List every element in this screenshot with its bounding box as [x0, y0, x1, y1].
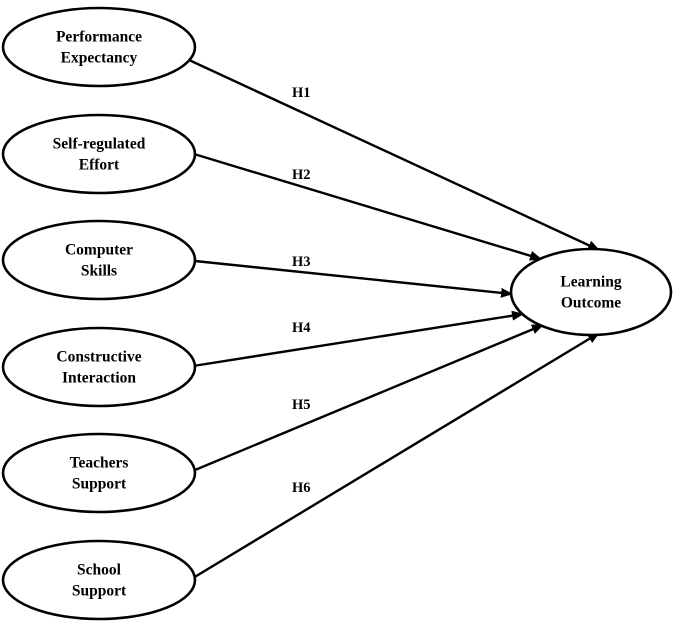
hypothesis-label-h1: H1 [292, 85, 311, 101]
arrow-h4 [192, 310, 524, 368]
node-label-constructive-interaction-line-1: Constructive [56, 349, 141, 366]
path-h3: H3 [194, 254, 513, 298]
node-label-learning-outcome-line-2: Outcome [561, 295, 621, 312]
node-label-school-support-line-2: Support [72, 583, 127, 600]
node-shape-school-support [1, 539, 197, 621]
node-label-performance-expectancy-line-1: Performance [56, 29, 142, 46]
node-shape-computer-skills [1, 219, 197, 301]
arrow-h5 [194, 323, 544, 472]
node-label-performance-expectancy-line-2: Expectancy [61, 50, 138, 67]
node-shape-learning-outcome [509, 247, 673, 337]
node-shape-self-regulated-effort [1, 113, 197, 195]
node-label-computer-skills-line-2: Skills [81, 263, 117, 280]
hypothesis-label-h5: H5 [292, 397, 311, 413]
hypothesis-label-h4: H4 [292, 320, 311, 336]
path-h2: H2 [193, 152, 542, 261]
node-label-computer-skills-line-1: Computer [65, 242, 133, 259]
arrow-h3 [194, 259, 513, 298]
path-h6: H6 [192, 331, 600, 580]
arrow-h2 [193, 152, 542, 261]
node-label-teachers-support-line-1: Teachers [70, 455, 129, 472]
construct-nodes: PerformanceExpectancySelf-regulatedEffor… [1, 6, 673, 621]
arrow-h6 [192, 331, 600, 580]
node-shape-teachers-support [1, 432, 197, 514]
node-label-learning-outcome-line-1: Learning [560, 274, 621, 291]
node-shape-constructive-interaction [1, 326, 197, 408]
path-h1: H1 [188, 58, 600, 252]
node-label-teachers-support-line-2: Support [72, 476, 127, 493]
hypothesis-label-h6: H6 [292, 480, 311, 496]
arrow-h1 [188, 58, 600, 252]
node-label-constructive-interaction-line-2: Interaction [62, 370, 136, 387]
node-label-self-regulated-effort-line-1: Self-regulated [53, 136, 146, 153]
node-label-self-regulated-effort-line-2: Effort [79, 157, 120, 174]
path-h5: H5 [194, 323, 544, 472]
hypothesis-label-h3: H3 [292, 254, 311, 270]
path-h4: H4 [192, 310, 524, 368]
hypothesis-label-h2: H2 [292, 167, 311, 183]
node-shape-performance-expectancy [1, 6, 197, 88]
node-label-school-support-line-1: School [77, 562, 122, 579]
